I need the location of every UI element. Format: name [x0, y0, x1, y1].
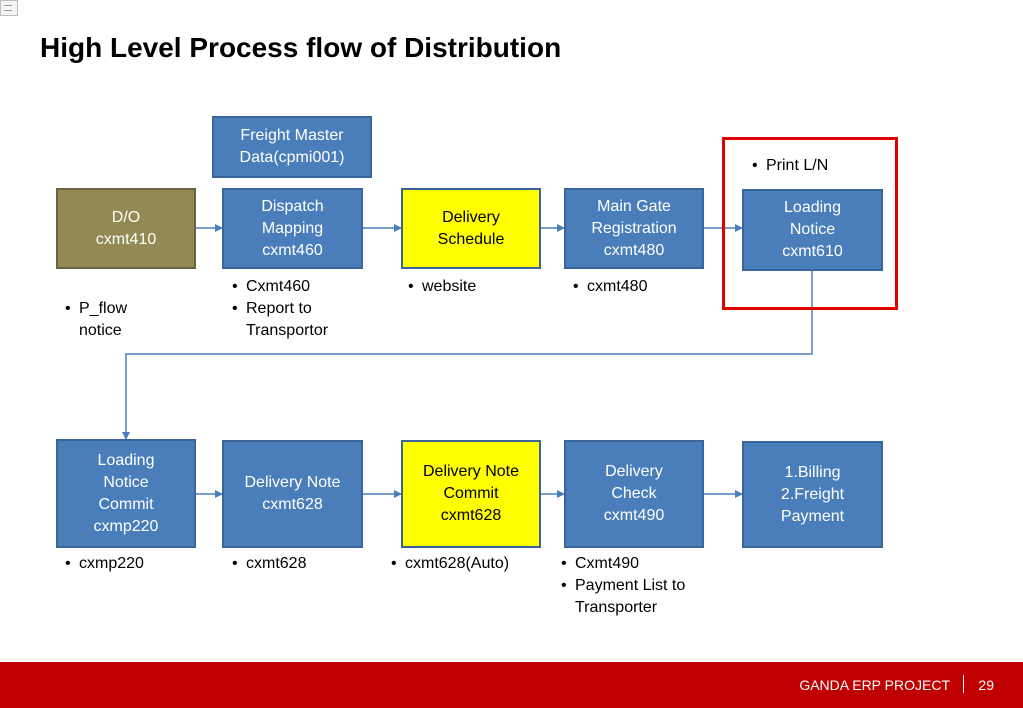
note-dispatch: Cxmt460 Report to Transportor: [232, 276, 328, 342]
list-item: P_flow notice: [65, 298, 127, 342]
loading-notice-highlight: [722, 137, 898, 310]
list-item: Cxmt460: [232, 276, 328, 298]
note-do: P_flow notice: [65, 298, 127, 342]
footer-project-name: GANDA ERP PROJECT: [799, 677, 950, 693]
delivery-check-box: Delivery Check cxmt490: [564, 440, 704, 548]
page-title: High Level Process flow of Distribution: [40, 32, 562, 63]
footer-divider: [963, 675, 964, 693]
note-main-gate: cxmt480: [573, 276, 647, 298]
billing-box: 1.Billing 2.Freight Payment: [742, 441, 883, 548]
list-item: cxmt628(Auto): [391, 553, 509, 575]
list-item: cxmp220: [65, 553, 144, 575]
note-delivery-note-commit: cxmt628(Auto): [391, 553, 509, 575]
list-item: website: [408, 276, 476, 298]
list-item: cxmt628: [232, 553, 306, 575]
note-schedule: website: [408, 276, 476, 298]
list-item: Report to Transportor: [232, 298, 328, 342]
loading-notice-box: Loading Notice cxmt610: [742, 189, 883, 271]
list-item: Payment List to Transporter: [561, 575, 685, 619]
slide-thumbnail-icon: [0, 0, 18, 16]
arrow-loading-to-commit: [122, 271, 813, 440]
page-number: 29: [978, 677, 994, 693]
note-delivery-check: Cxmt490 Payment List to Transporter: [561, 553, 685, 619]
loading-notice-commit-box: Loading Notice Commit cxmp220: [56, 439, 196, 548]
note-delivery-note: cxmt628: [232, 553, 306, 575]
freight-master-box: Freight Master Data(cpmi001): [212, 116, 372, 178]
do-box: D/O cxmt410: [56, 188, 196, 269]
delivery-note-commit-box: Delivery Note Commit cxmt628: [401, 440, 541, 548]
delivery-schedule-box: Delivery Schedule: [401, 188, 541, 269]
delivery-note-box: Delivery Note cxmt628: [222, 440, 363, 548]
main-gate-box: Main Gate Registration cxmt480: [564, 188, 704, 269]
list-item: Cxmt490: [561, 553, 685, 575]
list-item: cxmt480: [573, 276, 647, 298]
footer-bar: GANDA ERP PROJECT 29: [0, 662, 1023, 708]
dispatch-mapping-box: Dispatch Mapping cxmt460: [222, 188, 363, 269]
list-item: Print L/N: [752, 155, 828, 177]
note-commit: cxmp220: [65, 553, 144, 575]
note-print-ln: Print L/N: [752, 155, 828, 177]
